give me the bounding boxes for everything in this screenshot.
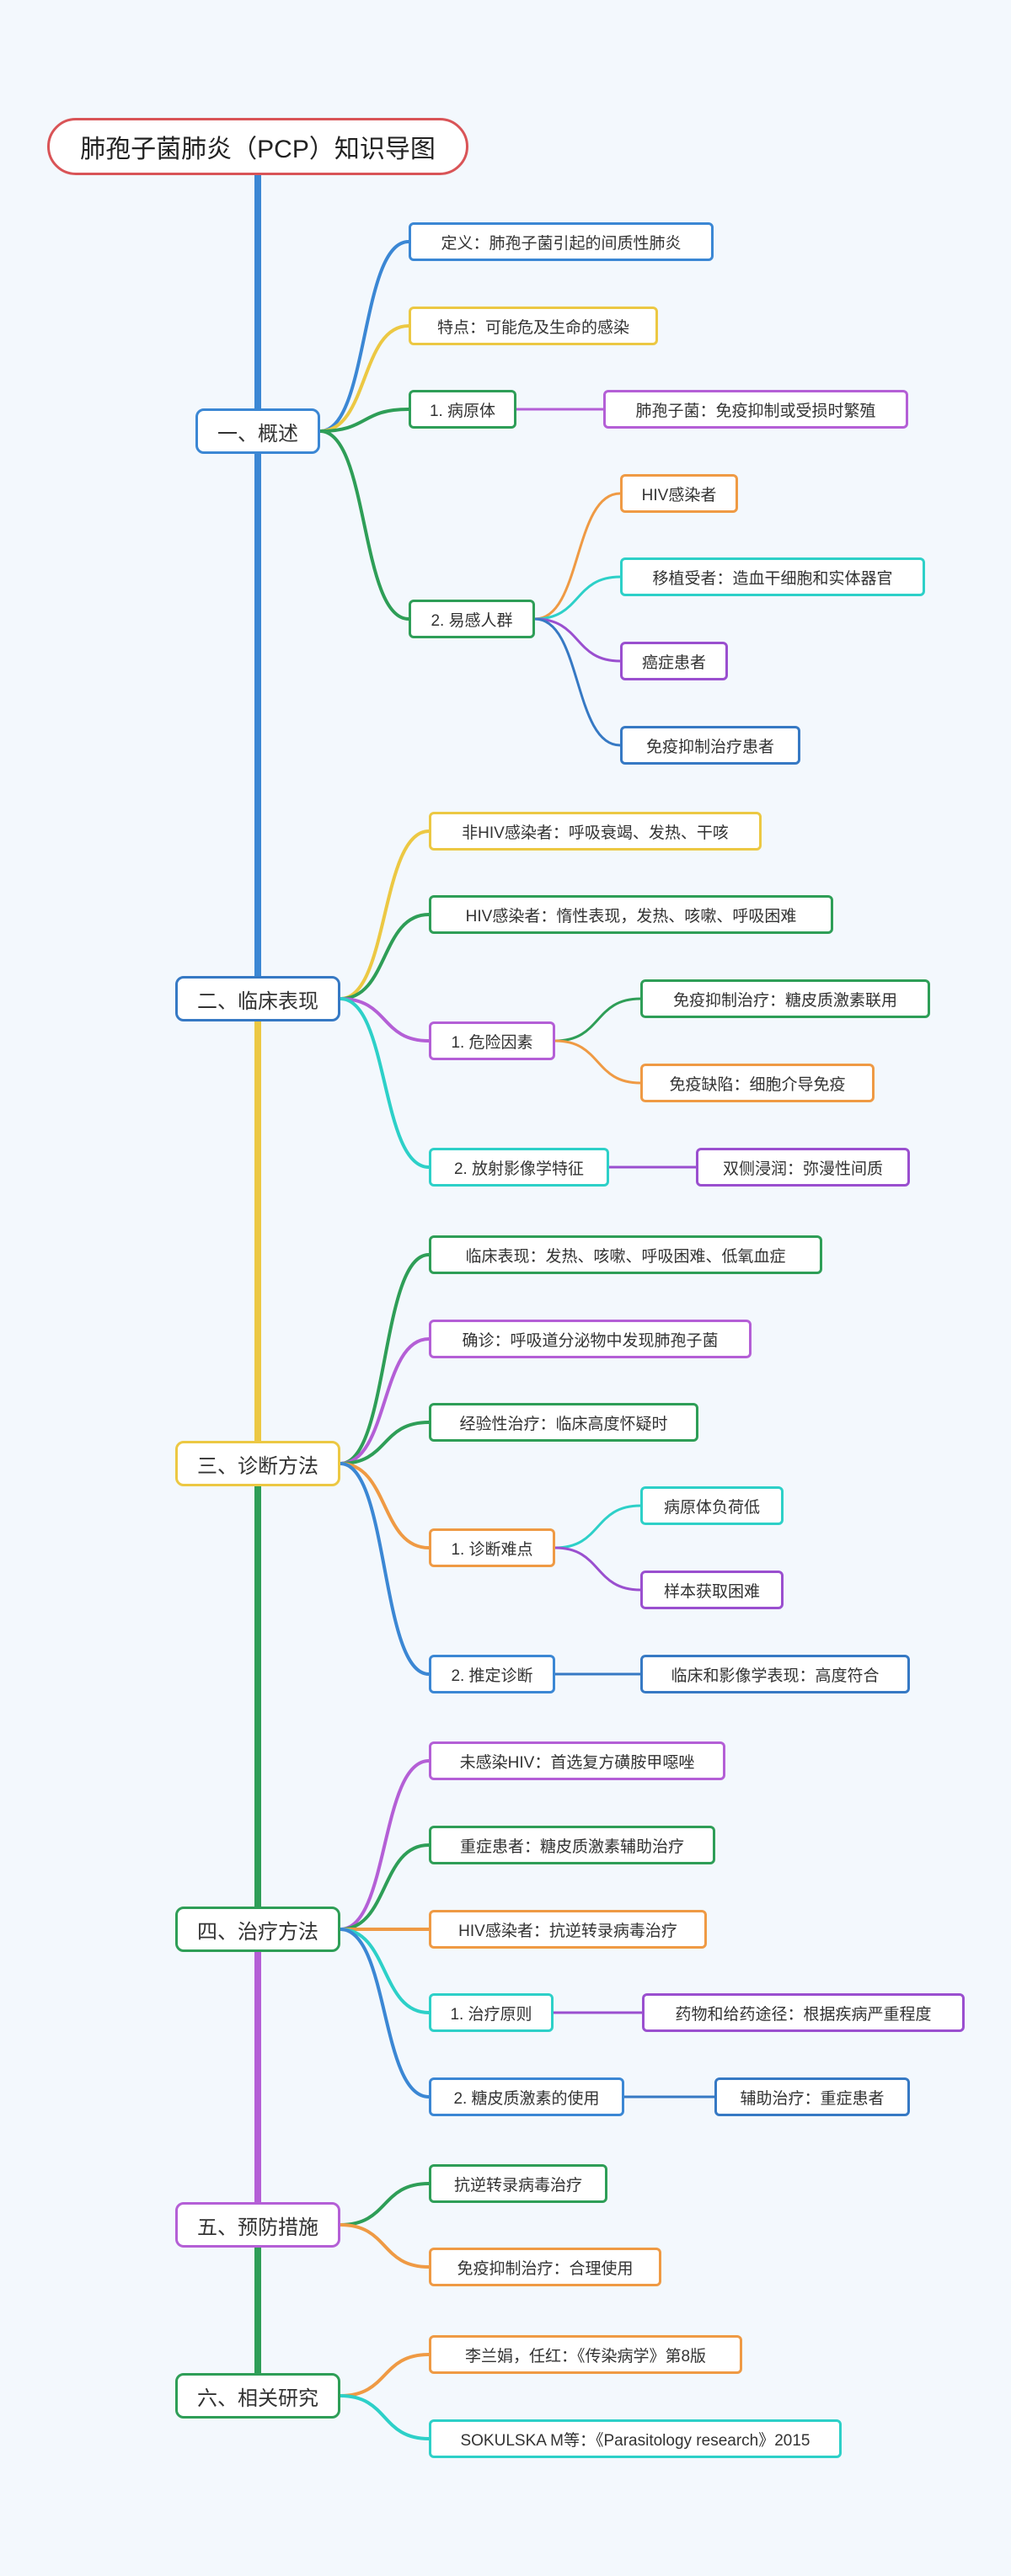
node-adjuvant-therapy[interactable]: 辅助治疗：重症患者 <box>714 2077 910 2116</box>
node-consistent-findings[interactable]: 临床和影像学表现：高度符合 <box>640 1655 910 1693</box>
branch-link <box>339 1928 431 2099</box>
node-bilateral-infiltrates[interactable]: 双侧浸润：弥漫性间质 <box>696 1148 910 1187</box>
node-transplant[interactable]: 移植受者：造血干细胞和实体器官 <box>620 557 925 596</box>
branch-link <box>339 1843 431 1931</box>
branch-link <box>318 408 410 433</box>
node-reference-1[interactable]: 李兰娟，任红：《传染病学》第8版 <box>429 2335 742 2374</box>
branch-link <box>339 997 431 1169</box>
branch-link <box>339 2223 431 2269</box>
node-feature[interactable]: 特点：可能危及生命的感染 <box>409 307 658 345</box>
node-non-hiv-treatment[interactable]: 未感染HIV：首选复方磺胺甲噁唑 <box>429 1741 725 1780</box>
branch-link <box>339 2353 431 2397</box>
branch-link <box>318 324 410 433</box>
branch-link <box>339 913 431 1000</box>
node-hiv-infected[interactable]: HIV感染者 <box>620 474 738 513</box>
node-pathogen[interactable]: 1. 病原体 <box>409 390 516 429</box>
branch-link <box>339 1462 431 1549</box>
node-sampling-difficulty[interactable]: 样本获取困难 <box>640 1571 784 1609</box>
branch-link <box>554 997 642 1043</box>
branch-link <box>339 1253 431 1465</box>
section-diagnosis[interactable]: 三、诊断方法 <box>175 1441 340 1486</box>
node-immunosuppressive-therapy[interactable]: 免疫抑制治疗：糖皮质激素联用 <box>640 979 930 1018</box>
node-treatment-principle[interactable]: 1. 治疗原则 <box>429 1993 554 2032</box>
node-non-hiv[interactable]: 非HIV感染者：呼吸衰竭、发热、干咳 <box>429 812 762 851</box>
node-hiv-treatment[interactable]: HIV感染者：抗逆转录病毒治疗 <box>429 1910 707 1949</box>
node-reference-2[interactable]: SOKULSKA M等：《Parasitology research》2015 <box>429 2419 842 2458</box>
branch-link <box>554 1504 642 1549</box>
node-immunosuppressed[interactable]: 免疫抑制治疗患者 <box>620 726 800 765</box>
node-presumptive[interactable]: 2. 推定诊断 <box>429 1655 555 1693</box>
node-drug-route[interactable]: 药物和给药途径：根据疾病严重程度 <box>642 1993 965 2032</box>
node-susceptible[interactable]: 2. 易感人群 <box>409 600 535 638</box>
section-clinical[interactable]: 二、临床表现 <box>175 976 340 1021</box>
node-cancer[interactable]: 癌症患者 <box>620 642 728 680</box>
node-confirmed[interactable]: 确诊：呼吸道分泌物中发现肺孢子菌 <box>429 1320 752 1358</box>
branch-link <box>339 829 431 1000</box>
node-pathogen-detail[interactable]: 肺孢子菌：免疫抑制或受损时繁殖 <box>603 390 908 429</box>
branch-link <box>554 1039 642 1085</box>
branch-link <box>339 1928 431 2014</box>
node-art[interactable]: 抗逆转录病毒治疗 <box>429 2164 607 2203</box>
branch-link <box>318 240 410 433</box>
branch-link <box>533 575 622 621</box>
node-empirical[interactable]: 经验性治疗：临床高度怀疑时 <box>429 1403 698 1442</box>
node-difficulty[interactable]: 1. 诊断难点 <box>429 1528 555 1567</box>
node-hiv-presentation[interactable]: HIV感染者：惰性表现，发热、咳嗽、呼吸困难 <box>429 895 833 934</box>
branch-link <box>339 2182 431 2227</box>
branch-link <box>339 1337 431 1465</box>
node-glucocorticoid-use[interactable]: 2. 糖皮质激素的使用 <box>429 2077 624 2116</box>
section-overview[interactable]: 一、概述 <box>195 408 320 454</box>
branch-link <box>339 1759 431 1931</box>
branch-link <box>533 617 622 663</box>
branch-link <box>554 1546 642 1592</box>
branch-link <box>339 997 431 1043</box>
node-severe-patients[interactable]: 重症患者：糖皮质激素辅助治疗 <box>429 1826 715 1864</box>
branch-link <box>339 1462 431 1676</box>
node-rational-use[interactable]: 免疫抑制治疗：合理使用 <box>429 2248 661 2286</box>
branch-link <box>533 492 622 621</box>
node-definition[interactable]: 定义：肺孢子菌引起的间质性肺炎 <box>409 222 714 261</box>
node-low-burden[interactable]: 病原体负荷低 <box>640 1486 784 1525</box>
branch-link <box>339 2394 431 2440</box>
branch-link <box>318 429 410 621</box>
branch-link <box>339 1421 431 1465</box>
section-research[interactable]: 六、相关研究 <box>175 2373 340 2419</box>
node-clinical-signs[interactable]: 临床表现：发热、咳嗽、呼吸困难、低氧血症 <box>429 1235 822 1274</box>
section-treatment[interactable]: 四、治疗方法 <box>175 1907 340 1952</box>
branch-link <box>533 617 622 747</box>
root-title[interactable]: 肺孢子菌肺炎（PCP）知识导图 <box>47 118 468 175</box>
section-prevention[interactable]: 五、预防措施 <box>175 2202 340 2248</box>
node-imaging[interactable]: 2. 放射影像学特征 <box>429 1148 609 1187</box>
node-immunodeficiency[interactable]: 免疫缺陷：细胞介导免疫 <box>640 1064 875 1102</box>
node-risk-factors[interactable]: 1. 危险因素 <box>429 1021 555 1060</box>
